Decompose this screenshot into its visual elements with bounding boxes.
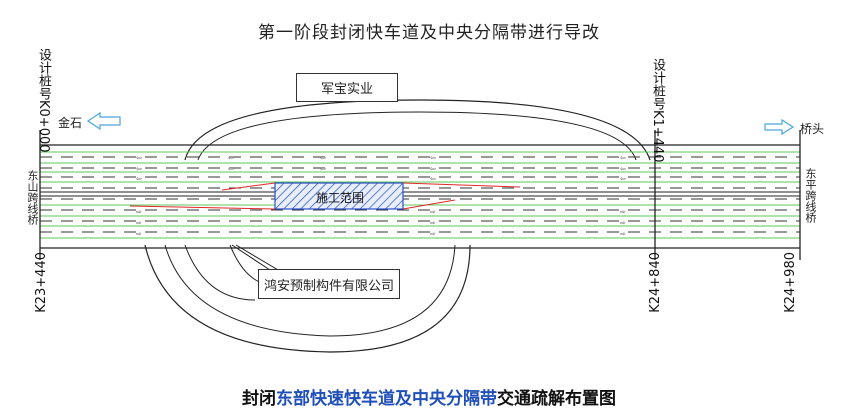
design-stake-right: 设计桩号K1+440 [650,58,665,163]
svg-text:⇨: ⇨ [430,208,436,216]
svg-text:⇦: ⇦ [228,154,234,162]
place-left-label: 金石 [58,116,83,130]
svg-text:⇦: ⇦ [430,175,436,183]
svg-text:⇦: ⇦ [320,154,326,162]
green-lane-lines [40,151,800,239]
company-bottom-label: 鸿安预制构件有限公司 [258,269,400,299]
svg-text:⇨: ⇨ [620,208,626,216]
bottom-title-part3: 交通疏解布置图 [497,389,616,409]
lane-arrows: ⇦ ⇦ ⇦ ⇨ ⇨ ⇨ ⇦ ⇦ ⇦ ⇦ ⇦ ⇦ ⇦ ⇨ ⇨ ⇨ ⇦ ⇦ ⇦ ⇨ ⇨ ⇨ [136,154,626,238]
stake-k24-840: K24+840 [648,252,663,313]
cone-taper-left-lower [129,205,276,210]
cone-taper-right-upper [402,182,521,188]
svg-text:⇨: ⇨ [136,219,142,227]
lower-bypass-road [144,244,471,353]
svg-text:⇨: ⇨ [620,219,626,227]
company-pointer [231,244,271,271]
company-top-label: 军宝实业 [296,73,398,102]
left-direction-arrow-icon [86,111,121,131]
svg-text:⇨: ⇨ [430,230,436,238]
svg-text:⇨: ⇨ [430,219,436,227]
bottom-title: 封闭东部快速快车道及中央分隔带交通疏解布置图 [0,384,858,409]
svg-text:⇦: ⇦ [136,175,142,183]
upper-bypass-road [184,99,651,161]
right-direction-arrow-icon [764,118,795,136]
construction-zone-label: 施工范围 [316,191,365,205]
svg-text:⇦: ⇦ [620,165,626,173]
svg-text:⇦: ⇦ [620,175,626,183]
svg-text:⇦: ⇦ [430,165,436,173]
svg-text:⇨: ⇨ [136,230,142,238]
construction-zone-area [274,182,404,210]
left-road-label: 东山跨线桥 [26,170,39,225]
place-right-label: 桥头 [800,122,825,136]
svg-text:⇦: ⇦ [228,165,234,173]
svg-text:⇨: ⇨ [620,230,626,238]
stake-k23-440: K23+440 [34,252,49,313]
stake-k24-980: K24+980 [783,252,798,313]
cone-taper-left-upper [221,182,276,191]
design-stake-left: 设计桩号K0+000 [36,48,51,153]
cone-taper-right-lower [402,199,456,210]
svg-text:⇦: ⇦ [136,165,142,173]
svg-text:⇦: ⇦ [320,165,326,173]
svg-text:⇦: ⇦ [430,154,436,162]
right-road-label: 东平跨线桥 [804,168,817,223]
bottom-title-part1: 封闭 [242,389,276,409]
svg-text:⇦: ⇦ [620,154,626,162]
svg-text:⇨: ⇨ [136,208,142,216]
diagram-title: 第一阶段封闭快车道及中央分隔带进行导改 [258,23,600,43]
bottom-title-part2: 东部快速快车道及中央分隔带 [276,389,497,409]
dashed-lane-markings [40,156,800,233]
svg-text:⇦: ⇦ [136,154,142,162]
